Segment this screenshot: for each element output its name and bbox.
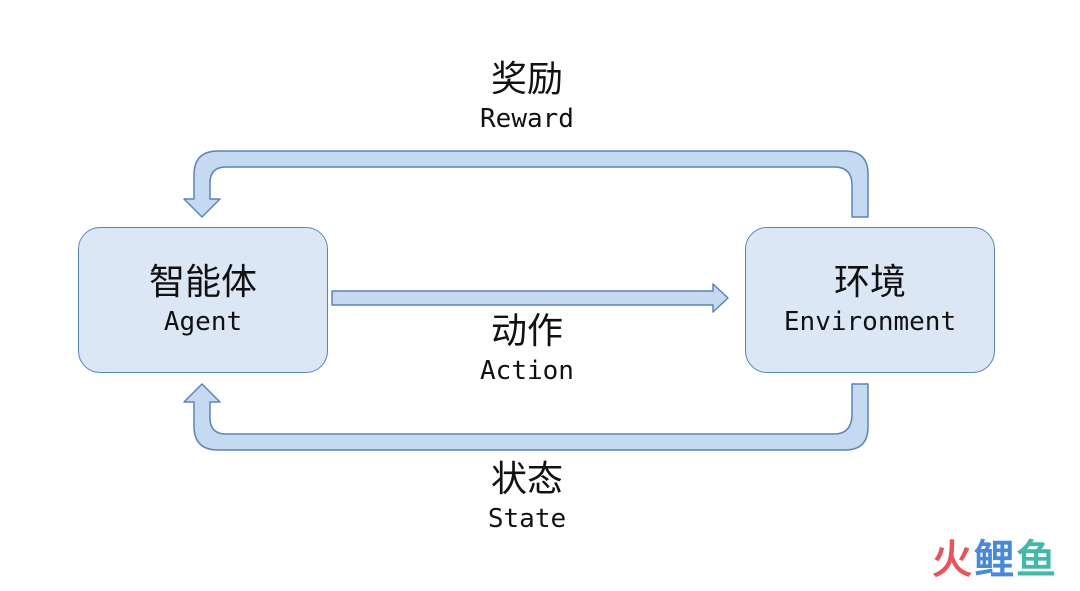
state-label-en: State [487, 504, 567, 534]
action-arrow [331, 283, 729, 313]
reward-label: 奖励 Reward [377, 58, 677, 136]
watermark-char-2: 鲤 [974, 537, 1016, 583]
agent-box: 智能体 Agent [78, 227, 328, 373]
reward-label-zh: 奖励 [490, 59, 563, 100]
environment-box: 环境 Environment [745, 227, 995, 373]
state-label: 状态 State [377, 458, 677, 536]
action-label: 动作 Action [377, 310, 677, 388]
reward-arrow [183, 150, 869, 218]
state-arrow [183, 383, 869, 451]
reward-label-en: Reward [480, 104, 574, 134]
agent-label-zh: 智能体 [148, 262, 257, 303]
environment-label-zh: 环境 [833, 262, 906, 303]
environment-label-en: Environment [783, 307, 957, 337]
watermark-logo: 火鲤鱼 [932, 527, 1058, 585]
watermark-char-1: 火 [932, 537, 974, 583]
action-label-en: Action [480, 356, 574, 386]
watermark-char-3: 鱼 [1016, 537, 1058, 583]
action-label-zh: 动作 [490, 311, 563, 352]
state-label-zh: 状态 [490, 459, 563, 500]
agent-label-en: Agent [163, 307, 243, 337]
